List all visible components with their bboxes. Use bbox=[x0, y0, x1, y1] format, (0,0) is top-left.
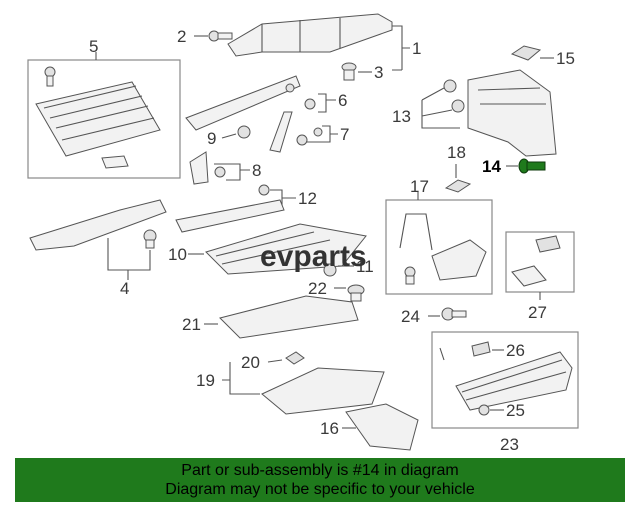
callout-14[interactable]: 14 bbox=[482, 157, 501, 176]
part-18-clip bbox=[444, 164, 472, 193]
part-17-group bbox=[385, 192, 493, 295]
part-1-package-tray bbox=[227, 13, 410, 71]
callout-12[interactable]: 12 bbox=[298, 189, 317, 208]
part-9-bolt bbox=[221, 125, 251, 139]
callout-3[interactable]: 3 bbox=[374, 63, 383, 82]
part-13-side-trim bbox=[421, 69, 557, 157]
part-23-group bbox=[431, 331, 579, 429]
watermark-logo: evparts bbox=[260, 240, 367, 273]
part-19-board bbox=[222, 362, 385, 415]
callout-25[interactable]: 25 bbox=[506, 401, 525, 420]
part-14-fastener[interactable] bbox=[506, 158, 546, 174]
fitment-banner: Part or sub-assembly is #14 in diagram D… bbox=[15, 458, 625, 502]
part-2-screw bbox=[194, 30, 233, 42]
callout-17[interactable]: 17 bbox=[410, 177, 429, 196]
part-10-panel bbox=[175, 199, 367, 275]
callout-23[interactable]: 23 bbox=[500, 435, 519, 454]
part-8-hook bbox=[189, 151, 250, 185]
part-12-clips bbox=[258, 184, 296, 207]
part-16-tray bbox=[342, 403, 419, 451]
part-27-group bbox=[505, 231, 575, 300]
part-15-cover bbox=[510, 45, 554, 61]
callout-6[interactable]: 6 bbox=[338, 91, 347, 110]
callout-10[interactable]: 10 bbox=[168, 245, 187, 264]
callout-13[interactable]: 13 bbox=[392, 107, 411, 126]
part-7-strip bbox=[269, 111, 338, 153]
part-11-clip bbox=[323, 263, 354, 277]
callout-9[interactable]: 9 bbox=[207, 129, 216, 148]
callout-2[interactable]: 2 bbox=[177, 27, 186, 46]
part-6-rail bbox=[185, 75, 336, 131]
part-4-trim bbox=[29, 199, 167, 280]
callout-4[interactable]: 4 bbox=[120, 279, 129, 298]
callout-18[interactable]: 18 bbox=[447, 143, 466, 162]
part-22-plug bbox=[334, 284, 365, 302]
callout-22[interactable]: 22 bbox=[308, 279, 327, 298]
callout-5[interactable]: 5 bbox=[89, 37, 98, 56]
callout-16[interactable]: 16 bbox=[320, 419, 339, 438]
part-20-handle bbox=[267, 351, 305, 365]
callout-24[interactable]: 24 bbox=[401, 307, 420, 326]
callout-11[interactable]: 11 bbox=[356, 257, 374, 276]
callout-15[interactable]: 15 bbox=[556, 49, 575, 68]
part-21-mat bbox=[204, 295, 359, 339]
part-24-bolt bbox=[428, 307, 467, 321]
callout-21[interactable]: 21 bbox=[182, 315, 201, 334]
part-5-group bbox=[27, 52, 181, 179]
callout-7[interactable]: 7 bbox=[340, 125, 349, 144]
callout-27[interactable]: 27 bbox=[528, 303, 547, 322]
part-3-clip bbox=[341, 62, 372, 81]
callout-8[interactable]: 8 bbox=[252, 161, 261, 180]
callout-20[interactable]: 20 bbox=[241, 353, 260, 372]
callout-1[interactable]: 1 bbox=[412, 39, 421, 58]
callout-19[interactable]: 19 bbox=[196, 371, 215, 390]
banner-line-1: Part or sub-assembly is #14 in diagram bbox=[181, 462, 459, 479]
banner-line-2: Diagram may not be specific to your vehi… bbox=[165, 481, 475, 498]
callout-26[interactable]: 26 bbox=[506, 341, 525, 360]
